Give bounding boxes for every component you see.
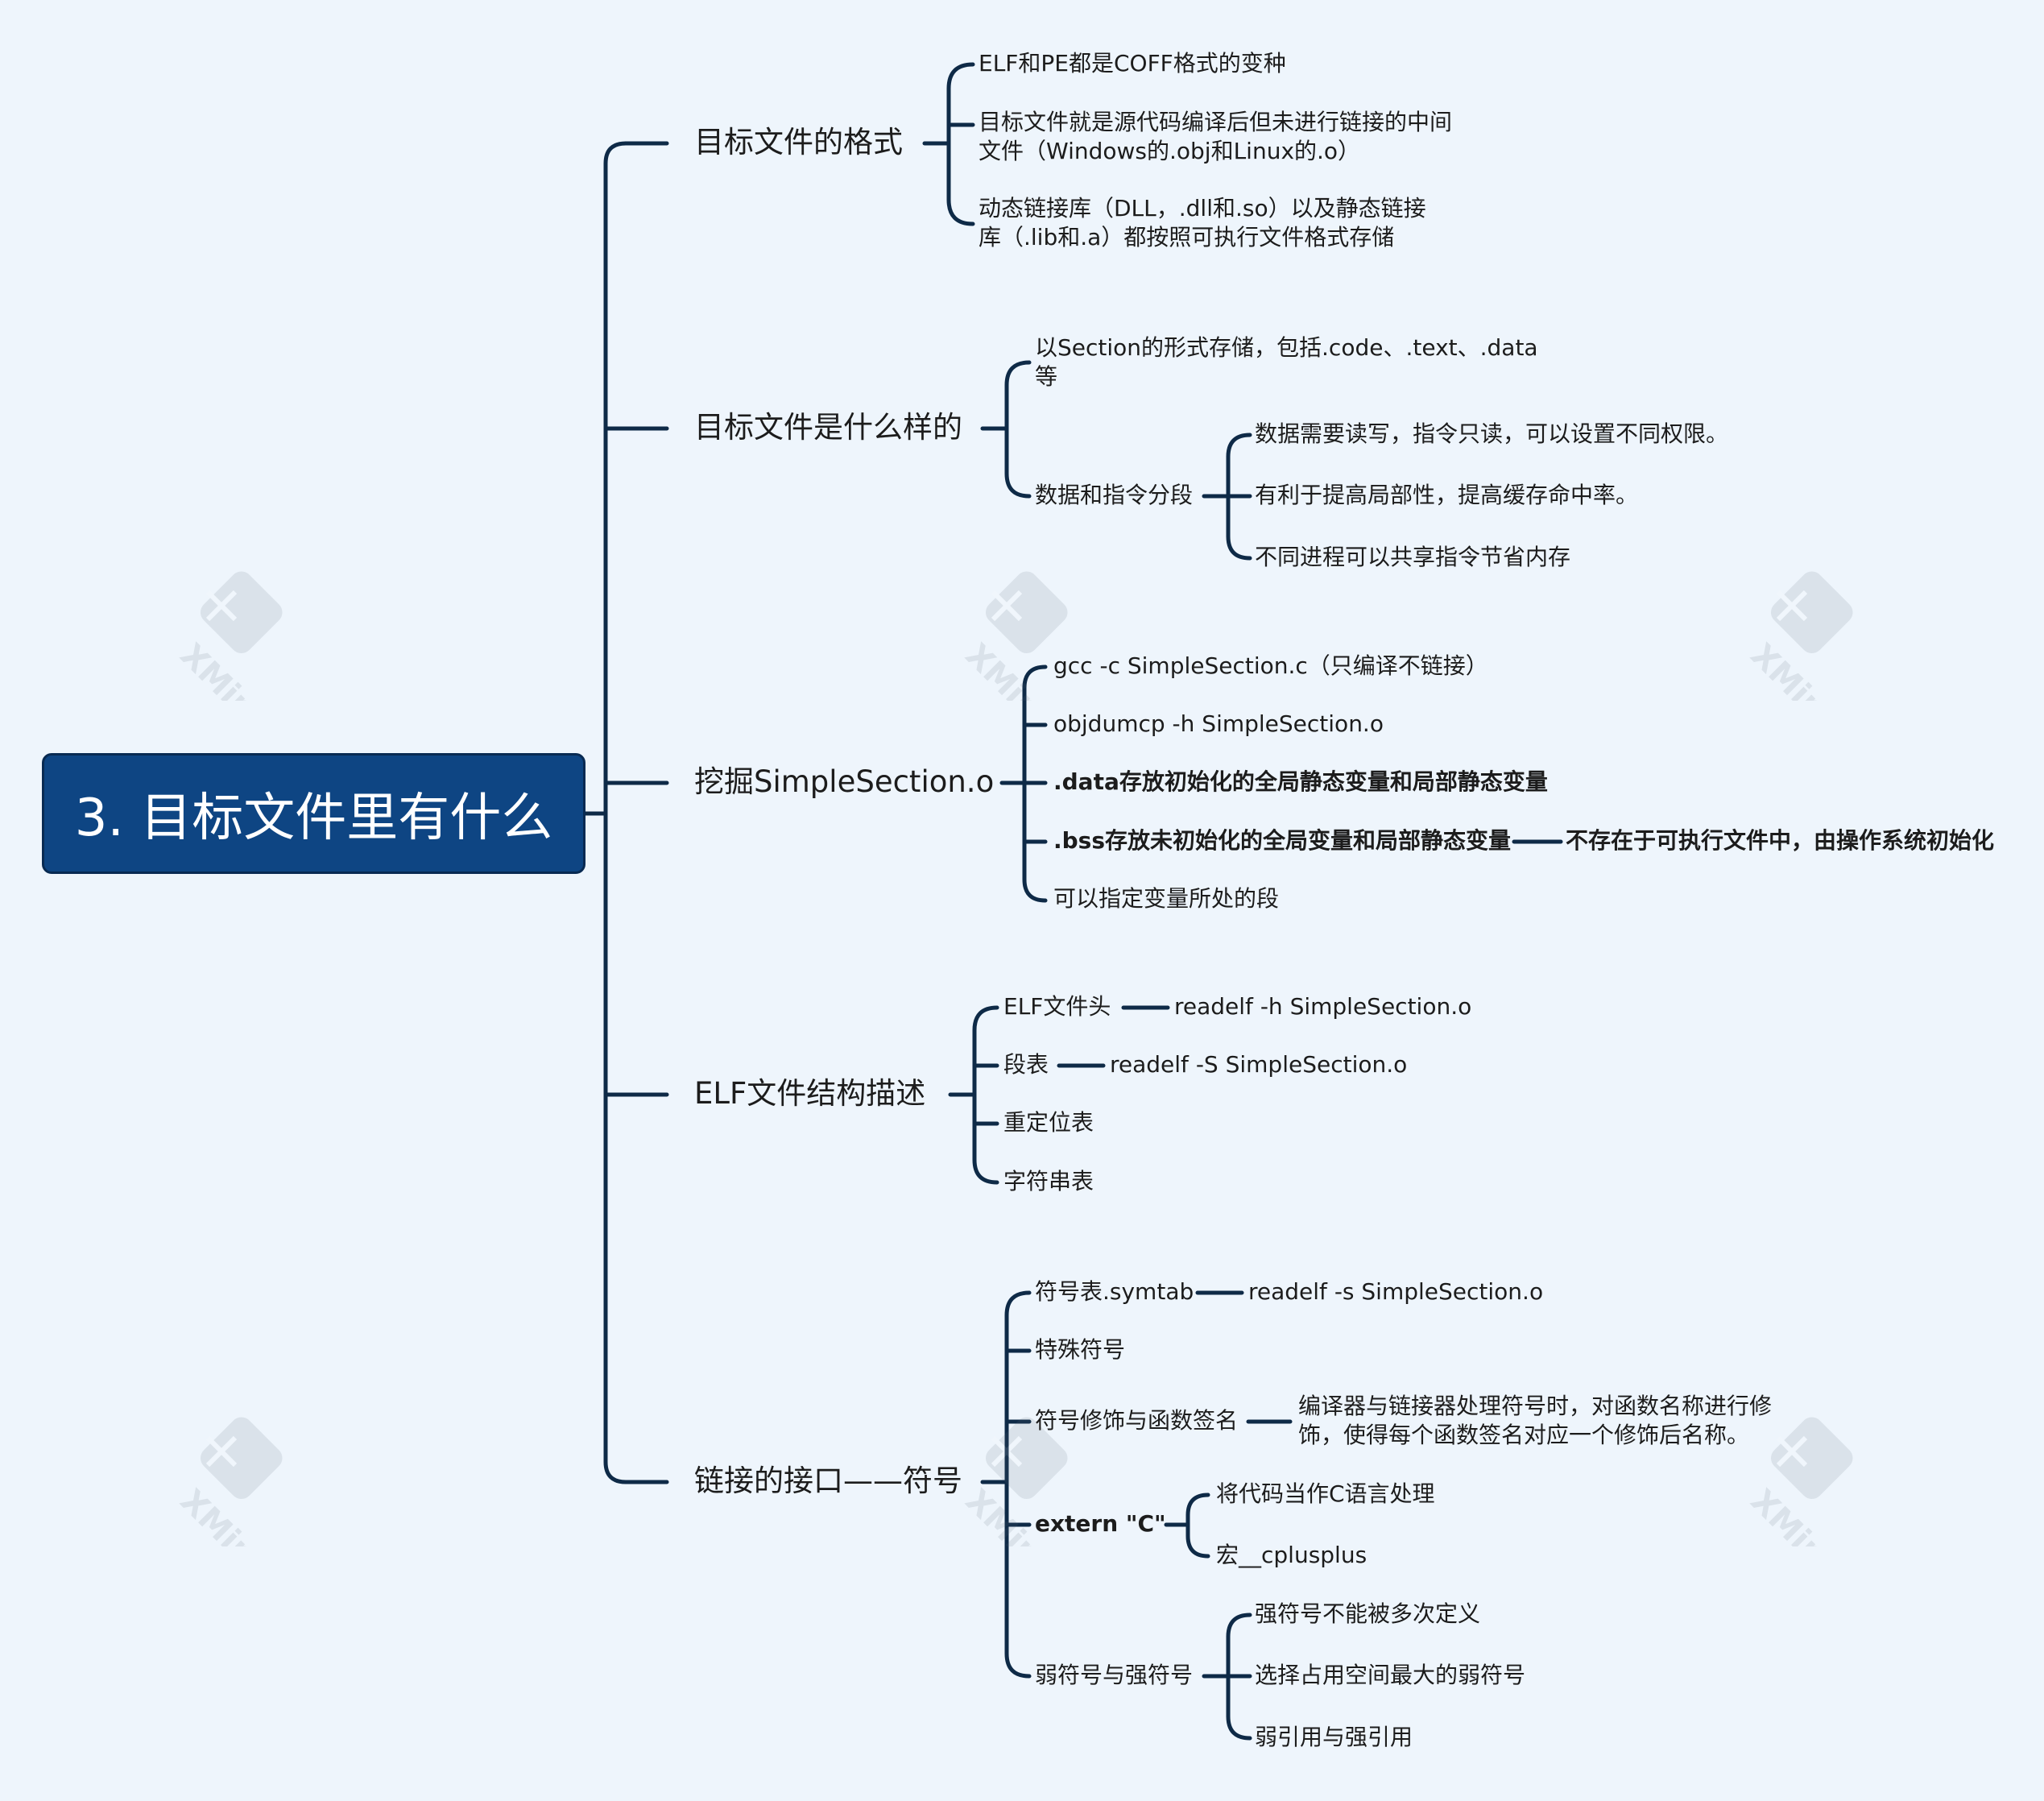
topic-line: 饰，使得每个函数签名对应一个修饰后名称。: [1298, 1422, 1750, 1448]
xmind-watermark-icon: XMind: [958, 1417, 1068, 1546]
topic-section-table[interactable]: 段表: [1003, 1051, 1049, 1078]
topic-weak-strong-symbols[interactable]: 弱符号与强符号: [1035, 1662, 1194, 1688]
topic-readelf-S[interactable]: readelf -S SimpleSection.o: [1110, 1051, 1408, 1078]
branch-simplesection[interactable]: 挖掘SimpleSection.o: [694, 764, 995, 799]
topic-bss-note[interactable]: 不存在于可执行文件中，由操作系统初始化: [1566, 827, 1995, 854]
topic-line: 文件（Windows的.obj和Linux的.o）: [979, 138, 1361, 164]
connector-root-trunk: [603, 141, 628, 1484]
topic-special-symbols[interactable]: 特殊符号: [1035, 1336, 1126, 1363]
topic-weak-strong-ref[interactable]: 弱引用与强引用: [1255, 1724, 1413, 1750]
branch-target-file-format[interactable]: 目标文件的格式: [694, 125, 903, 159]
svg-text:XMind: XMind: [173, 636, 280, 701]
topic-relocation-table[interactable]: 重定位表: [1003, 1109, 1094, 1136]
xmind-watermark-icon: XMind: [173, 571, 283, 701]
topic-line: 动态链接库（DLL，.dll和.so）以及静态链接: [979, 195, 1426, 222]
topic-gcc-command[interactable]: gcc -c SimpleSection.c（只编译不链接）: [1053, 652, 1488, 679]
svg-text:XMind: XMind: [1744, 1482, 1851, 1546]
topic-largest-weak[interactable]: 选择占用空间最大的弱符号: [1255, 1662, 1526, 1688]
connector-b1-bracket: [946, 62, 975, 226]
topic-line: 等: [1035, 363, 1058, 390]
topic-readelf-s[interactable]: readelf -s SimpleSection.o: [1248, 1278, 1544, 1305]
svg-text:XMind: XMind: [1744, 636, 1851, 701]
topic-object-file-definition[interactable]: 目标文件就是源代码编译后但未进行链接的中间 文件（Windows的.obj和Li…: [979, 108, 1452, 166]
topic-locality[interactable]: 有利于提高局部性，提高缓存命中率。: [1255, 482, 1639, 508]
xmind-watermark-icon: XMind: [1744, 1417, 1853, 1546]
branch-target-file-look[interactable]: 目标文件是什么样的: [694, 410, 962, 445]
root-topic-label: 3. 目标文件里有什么: [74, 789, 553, 848]
topic-line: 库（.lib和.a）都按照可执行文件格式存储: [979, 224, 1395, 250]
connector-extern-bracket: [1185, 1493, 1210, 1559]
xmind-watermark-icon: XMind: [173, 1417, 283, 1546]
topic-symtab[interactable]: 符号表.symtab: [1035, 1278, 1194, 1305]
xmind-watermark-icon: XMind: [1744, 571, 1853, 701]
topic-name-mangling[interactable]: 符号修饰与函数签名: [1035, 1407, 1239, 1434]
topic-mangling-note[interactable]: 编译器与链接器处理符号时，对函数名称进行修 饰，使得每个函数签名对应一个修饰后名…: [1298, 1392, 1772, 1450]
svg-text:XMind: XMind: [173, 1482, 280, 1546]
root-topic[interactable]: 3. 目标文件里有什么: [42, 753, 585, 874]
topic-string-table[interactable]: 字符串表: [1003, 1168, 1094, 1194]
topic-line: 目标文件就是源代码编译后但未进行链接的中间: [979, 109, 1453, 135]
branch-elf-structure[interactable]: ELF文件结构描述: [694, 1076, 926, 1111]
topic-permissions[interactable]: 数据需要读写，指令只读，可以设置不同权限。: [1255, 420, 1729, 447]
connector-b4-bracket: [972, 1005, 999, 1185]
topic-strong-single-def[interactable]: 强符号不能被多次定义: [1255, 1600, 1481, 1627]
topic-elf-pe-coff[interactable]: ELF和PE都是COFF格式的变种: [979, 50, 1286, 77]
topic-bss-section[interactable]: .bss存放未初始化的全局变量和局部静态变量: [1053, 827, 1512, 854]
topic-objdump-command[interactable]: objdumcp -h SimpleSection.o: [1053, 710, 1384, 737]
xmind-watermark-icon: XMind: [958, 571, 1068, 701]
topic-data-code-split[interactable]: 数据和指令分段: [1035, 482, 1194, 508]
connector-b5-bracket: [1004, 1290, 1032, 1679]
topic-treat-as-c[interactable]: 将代码当作C语言处理: [1216, 1480, 1435, 1507]
topic-section-storage[interactable]: 以Section的形式存储，包括.code、.text、.data 等: [1035, 333, 1538, 391]
topic-line: 以Section的形式存储，包括.code、.text、.data: [1035, 334, 1538, 361]
topic-line: 编译器与链接器处理符号时，对函数名称进行修: [1298, 1393, 1773, 1419]
connector-b2-bracket: [1004, 360, 1032, 499]
topic-data-section[interactable]: .data存放初始化的全局静态变量和局部静态变量: [1053, 768, 1548, 795]
topic-library-formats[interactable]: 动态链接库（DLL，.dll和.so）以及静态链接 库（.lib和.a）都按照可…: [979, 194, 1426, 252]
topic-specify-section[interactable]: 可以指定变量所处的段: [1053, 885, 1280, 912]
topic-cplusplus-macro[interactable]: 宏__cplusplus: [1216, 1542, 1367, 1568]
topic-elf-header[interactable]: ELF文件头: [1003, 993, 1111, 1020]
branch-symbols[interactable]: 链接的接口——符号: [694, 1464, 962, 1498]
topic-extern-c[interactable]: extern "C": [1035, 1510, 1166, 1537]
svg-text:XMind: XMind: [958, 636, 1065, 701]
topic-readelf-h[interactable]: readelf -h SimpleSection.o: [1174, 993, 1472, 1020]
topic-shared-code[interactable]: 不同进程可以共享指令节省内存: [1255, 544, 1571, 570]
